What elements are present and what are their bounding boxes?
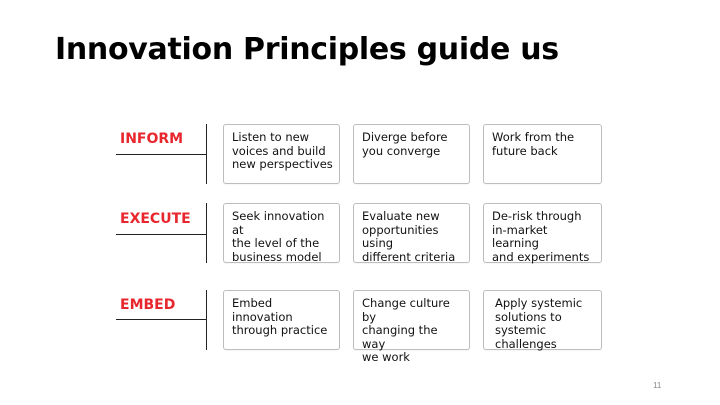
principle-text: Diverge before you converge bbox=[362, 130, 448, 158]
principle-text: Listen to new voices and build new persp… bbox=[232, 130, 333, 171]
principle-card: Diverge before you converge bbox=[353, 124, 470, 184]
page-number: 11 bbox=[653, 381, 662, 390]
principle-text: De-risk through in-market learning and e… bbox=[492, 209, 590, 264]
row-bracket-embed bbox=[206, 290, 207, 350]
row-underline-embed bbox=[116, 319, 206, 320]
row-bracket-inform bbox=[206, 124, 207, 184]
principle-card: De-risk through in-market learning and e… bbox=[483, 203, 602, 263]
principle-card: Apply systemic solutions to systemic cha… bbox=[483, 290, 602, 350]
principle-text: Change culture by changing the way we wo… bbox=[362, 296, 450, 364]
principle-text: Evaluate new opportunities using differe… bbox=[362, 209, 456, 264]
principle-card: Evaluate new opportunities using differe… bbox=[353, 203, 470, 263]
principle-card: Change culture by changing the way we wo… bbox=[353, 290, 470, 364]
principle-card: Work from the future back bbox=[483, 124, 602, 184]
principle-text: Apply systemic solutions to systemic cha… bbox=[495, 296, 583, 351]
row-label-execute: EXECUTE bbox=[120, 211, 191, 227]
principle-card: Seek innovation at the level of the busi… bbox=[223, 203, 340, 263]
principle-card: Embed innovation through practice bbox=[223, 290, 340, 350]
principle-text: Embed innovation through practice bbox=[232, 296, 328, 337]
principle-text: Work from the future back bbox=[492, 130, 575, 158]
row-bracket-execute bbox=[206, 203, 207, 263]
row-underline-inform bbox=[116, 154, 206, 155]
row-label-embed: EMBED bbox=[120, 297, 176, 313]
row-underline-execute bbox=[116, 234, 206, 235]
principle-text: Seek innovation at the level of the busi… bbox=[232, 209, 325, 264]
slide-title: Innovation Principles guide us bbox=[55, 32, 559, 67]
row-label-inform: INFORM bbox=[120, 131, 184, 147]
principle-card: Listen to new voices and build new persp… bbox=[223, 124, 340, 184]
